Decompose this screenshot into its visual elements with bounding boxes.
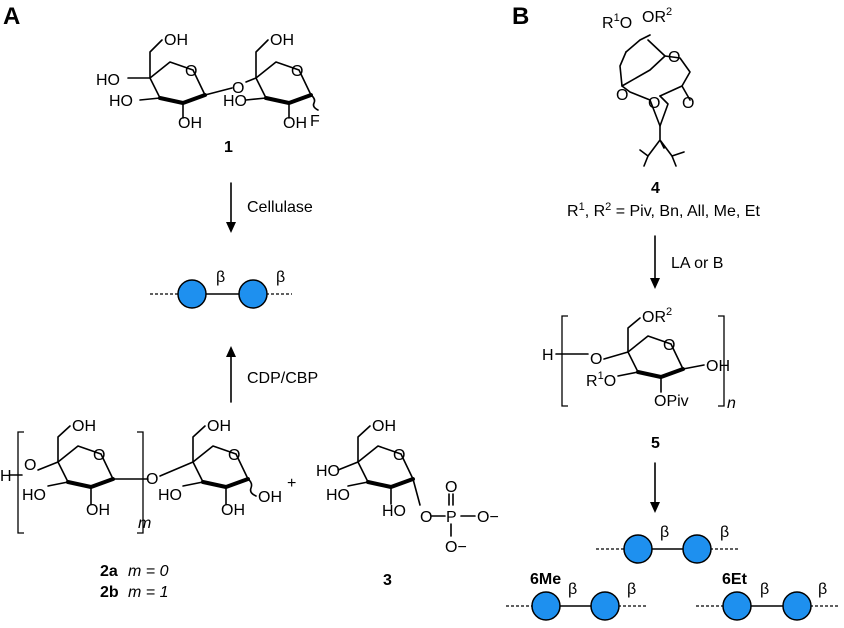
atom-opiv: OPiv [654,393,689,410]
atom-or2: OR2 [642,6,672,26]
subscript-m: m [138,515,151,532]
glucose-symbol [623,534,653,564]
atom-oh: OH [86,502,110,519]
compound-4-number: 4 [651,180,660,197]
beta-linkage-label: β [216,269,225,286]
glucose-symbol [682,534,712,564]
atom-oh: OH [258,489,282,506]
atom-oh: OH [372,418,396,435]
glucose-symbol [177,279,207,309]
beta-linkage-label: β [660,524,669,541]
atom-oh: OH [706,358,730,375]
compound-6me-number: 6Me [530,571,561,588]
compound-4-substituents: R1, R2 = Piv, Bn, All, Me, Et [567,201,760,220]
beta-linkage-label: β [627,581,636,598]
beta-linkage-label: β [568,581,577,598]
atom-o: O [663,337,675,354]
atom-ho: HO [382,503,406,520]
atom-oh: OH [207,418,231,435]
atom-o: O [93,447,105,464]
atom-ho: HO [316,463,340,480]
atom-oh: OH [178,115,202,132]
atom-o: O [393,447,405,464]
beta-linkage-label: β [760,581,769,598]
compound-2b-number: 2b [100,584,119,601]
arrow-head [226,346,236,357]
panel-label-b: B [512,3,529,30]
structure-compound-3 [337,425,476,537]
subscript-n: n [727,395,736,412]
atom-o: O [228,447,240,464]
compound-2a-number: 2a [100,563,118,580]
arrow-head [226,222,236,233]
compound-6et-number: 6Et [722,571,748,588]
reagent-cellulase: Cellulase [247,199,313,216]
atom-o-minus: O− [445,539,467,556]
atom-o: O [291,63,303,80]
structure-compound-5 [555,315,725,407]
beta-linkage-label: β [276,269,285,286]
atom-o: O [146,471,158,488]
reagent-cdp-cbp: CDP/CBP [247,370,318,387]
structure-compound-2 [9,425,257,534]
atom-oh: OH [221,502,245,519]
atom-f: F [310,113,320,130]
glucose-symbol [782,591,812,621]
beta-linkage-label: β [818,581,827,598]
arrow-head [650,278,660,289]
compound-1-number: 1 [224,139,233,156]
atom-o: O [232,80,244,97]
atom-o: O [420,509,432,526]
structure-compound-1 [127,39,319,119]
atom-o: O [668,49,680,66]
atom-o: O [682,95,694,112]
atom-r1o: R1O [602,12,632,32]
plus-sign: + [287,475,296,492]
atom-oh: OH [164,32,188,49]
atom-p: P [446,509,457,526]
reagent-la-or-b: LA or B [671,255,723,272]
compound-2a-condition: m = 0 [128,563,169,580]
atom-or2: OR2 [642,306,672,326]
atom-o: O [590,351,602,368]
glucose-symbol [590,591,620,621]
atom-o: O [24,457,36,474]
atom-o-minus: O− [477,509,499,526]
atom-o: O [185,63,197,80]
arrow-head [650,502,660,513]
atom-h: H [0,468,12,485]
glucose-symbol [238,279,268,309]
atom-o: O [445,479,457,496]
compound-3-number: 3 [383,572,392,589]
atom-r1o: R1O [586,370,616,390]
atom-ho: HO [223,93,247,110]
atom-ho: HO [326,487,350,504]
atom-ho: HO [158,487,182,504]
atom-ho: HO [22,487,46,504]
compound-5-number: 5 [651,435,660,452]
atom-oh: OH [283,115,307,132]
beta-linkage-label: β [720,524,729,541]
atom-ho: HO [109,93,133,110]
glucose-symbol [531,591,561,621]
atom-o: O [616,87,628,104]
structure-compound-4 [619,34,691,167]
glucose-symbol [722,591,752,621]
atom-ho: HO [96,72,120,89]
atom-o: O [648,95,660,112]
panel-label-a: A [3,3,20,30]
compound-2b-condition: m = 1 [128,584,168,601]
atom-oh: OH [270,32,294,49]
atom-h: H [542,347,554,364]
atom-oh: OH [72,418,96,435]
